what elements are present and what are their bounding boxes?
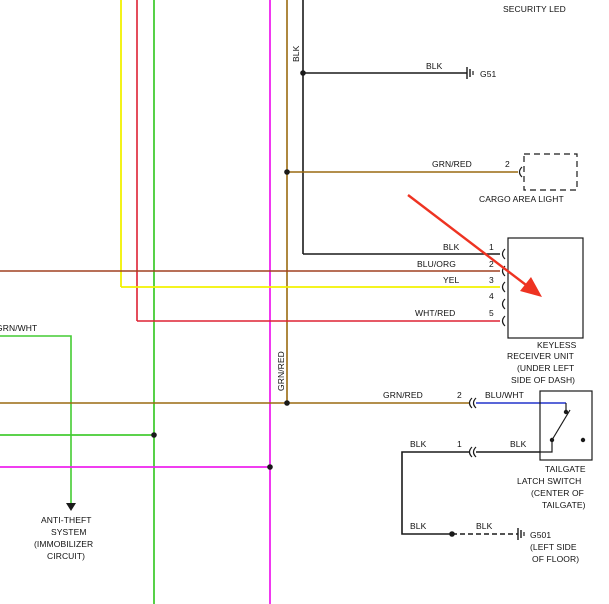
connector-icon-cargo xyxy=(518,166,523,178)
wire-label-blk-tailgate-1: BLK xyxy=(410,439,427,449)
keyless-label-line3: (UNDER LEFT xyxy=(517,363,574,373)
splice-dot-g51 xyxy=(300,70,306,76)
wire-label-pin1: BLK xyxy=(443,242,460,252)
tailgate-label-line3: (CENTER OF xyxy=(531,488,584,498)
wire-label-grn-red-cargo: GRN/RED xyxy=(432,159,472,169)
keyless-label-line1: KEYLESS xyxy=(537,340,577,350)
pin-number-4: 4 xyxy=(489,291,494,301)
anti-theft-line4: CIRCUIT) xyxy=(47,551,85,561)
anti-theft-line1: ANTI-THEFT xyxy=(41,515,92,525)
ground-icon xyxy=(466,67,474,79)
wire-label-blk-switch: BLK xyxy=(510,439,527,449)
wire-label-blu-wht: BLU/WHT xyxy=(485,390,524,400)
splice-dot-g501 xyxy=(449,531,455,537)
switch-icon xyxy=(540,402,586,453)
wire-label-pin5: WHT/RED xyxy=(415,308,455,318)
tailgate-switch-box xyxy=(539,390,593,461)
splice-dot-cargo xyxy=(284,169,290,175)
splice-dot-tailgate xyxy=(284,400,290,406)
tailgate-label-line2: LATCH SWITCH xyxy=(517,476,581,486)
wire-blk-tailgate-ground xyxy=(401,451,470,535)
ground-label-g501-line3: OF FLOOR) xyxy=(532,554,579,564)
pin-number-2: 2 xyxy=(489,259,494,269)
wire-label-blk-g501-a: BLK xyxy=(410,521,427,531)
ground-label-g51: G51 xyxy=(480,69,497,79)
wire-label-grn-red-tailgate: GRN/RED xyxy=(383,390,423,400)
pin-number-5: 5 xyxy=(489,308,494,318)
wire-label-pin2: BLU/ORG xyxy=(417,259,456,269)
cargo-light-box xyxy=(523,153,578,191)
wire-label-grn-red-vertical: GRN/RED xyxy=(276,351,286,391)
tailgate-label-line4: TAILGATE) xyxy=(542,500,586,510)
wire-label-pin3: YEL xyxy=(443,275,460,285)
ground-icon xyxy=(517,528,525,540)
cargo-light-label: CARGO AREA LIGHT xyxy=(479,194,564,204)
tailgate-label-line1: TAILGATE xyxy=(545,464,586,474)
pin-label-tailgate-2: 2 xyxy=(457,390,462,400)
connector-icon-tailgate-1 xyxy=(468,446,477,458)
pin-number-1: 1 xyxy=(489,242,494,252)
keyless-label-line2: RECEIVER UNIT xyxy=(507,351,574,361)
splice-dot-green xyxy=(151,432,157,438)
anti-theft-line3: (IMMOBILIZER xyxy=(34,539,93,549)
ground-label-g501-line1: G501 xyxy=(530,530,551,540)
connector-icon-receiver xyxy=(501,248,506,327)
keyless-label-line4: SIDE OF DASH) xyxy=(511,375,575,385)
pin-number-3: 3 xyxy=(489,275,494,285)
wire-label-blk-g51: BLK xyxy=(426,61,443,71)
security-led-label: SECURITY LED xyxy=(503,4,566,14)
keyless-receiver-box xyxy=(507,237,584,339)
arrow-down-icon xyxy=(66,503,76,511)
connector-icon-tailgate-2 xyxy=(468,397,477,409)
pin-label-cargo: 2 xyxy=(505,159,510,169)
anti-theft-line2: SYSTEM xyxy=(51,527,87,537)
ground-label-g501-line2: (LEFT SIDE xyxy=(530,542,577,552)
wire-label-blk-g501-b: BLK xyxy=(476,521,493,531)
wire-grn-wht-anti-theft xyxy=(0,335,72,504)
splice-dot-magenta xyxy=(267,464,273,470)
annotation-arrow-icon xyxy=(407,194,542,297)
wire-label-grn-wht: GRN/WHT xyxy=(0,323,37,333)
wire-label-blk-vertical: BLK xyxy=(291,45,301,62)
pin-label-tailgate-1: 1 xyxy=(457,439,462,449)
